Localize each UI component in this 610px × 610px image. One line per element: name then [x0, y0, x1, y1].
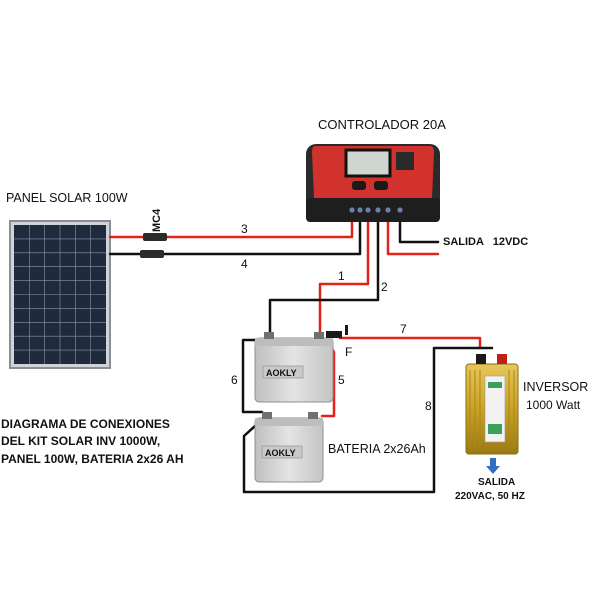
wire-3-positive	[108, 220, 354, 239]
solar-panel	[9, 220, 111, 369]
wire-label-3: 3	[241, 222, 248, 236]
wire-2-negative	[268, 220, 380, 336]
output-arrow-icon	[486, 458, 500, 474]
wire-label-7: 7	[400, 322, 407, 336]
caption-line-2: DEL KIT SOLAR INV 1000W,	[1, 434, 160, 448]
caption-line-1: DIAGRAMA DE CONEXIONES	[1, 417, 170, 431]
inverter	[465, 354, 519, 455]
inverter-label-1: INVERSOR	[523, 380, 588, 394]
dc-output-label: SALIDA 12VDC	[443, 236, 528, 248]
wire-label-2: 2	[381, 280, 388, 294]
mc4-connector	[140, 233, 167, 258]
wire-8-negative	[242, 346, 494, 494]
charge-controller	[306, 144, 440, 222]
wire-label-8: 8	[425, 399, 432, 413]
wire-label-6: 6	[231, 373, 238, 387]
wire-4-negative	[108, 220, 362, 256]
battery-top-brand: AOKLY	[266, 368, 297, 378]
wire-label-5: 5	[338, 373, 345, 387]
inverter-label-2: 1000 Watt	[526, 398, 581, 412]
wire-label-4: 4	[241, 257, 248, 271]
ac-output-label-2: 220VAC, 50 HZ	[455, 491, 525, 502]
battery-bottom-brand: AOKLY	[265, 448, 296, 458]
mc4-label: MC4	[151, 208, 163, 232]
wire-7-positive	[338, 336, 482, 350]
fuse	[326, 325, 348, 338]
ac-output-label-1: SALIDA	[478, 477, 515, 488]
fuse-label: F	[345, 345, 352, 359]
diagram-caption: DIAGRAMA DE CONEXIONES DEL KIT SOLAR INV…	[1, 417, 184, 466]
battery-top: AOKLY	[254, 332, 334, 403]
solar-panel-label: PANEL SOLAR 100W	[6, 191, 128, 205]
battery-bottom: AOKLY	[254, 412, 324, 483]
caption-line-3: PANEL 100W, BATERIA 2x26 AH	[1, 452, 184, 466]
wire-label-1: 1	[338, 269, 345, 283]
wire-dc-negative	[398, 220, 440, 244]
controller-label: CONTROLADOR 20A	[318, 117, 446, 132]
wire-1-positive	[318, 220, 370, 340]
battery-label: BATERIA 2x26Ah	[328, 442, 426, 456]
wire-dc-positive	[386, 220, 440, 256]
